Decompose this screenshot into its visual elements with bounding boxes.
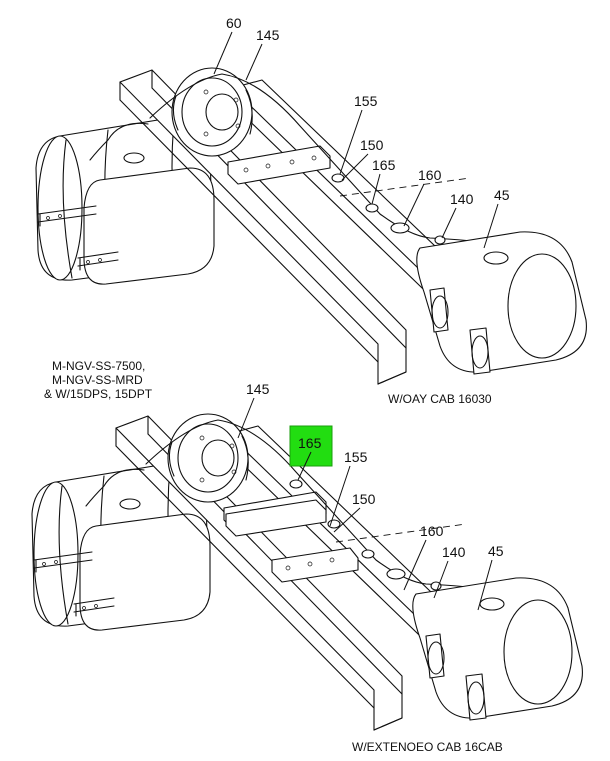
callout-60: 60 xyxy=(213,15,242,75)
svg-text:45: 45 xyxy=(494,187,510,203)
callout-145: 145 xyxy=(245,27,280,81)
callout-160: 160 xyxy=(403,167,442,227)
diagram-bottom: 145 165 155 150 160 140 45 W/ xyxy=(31,381,583,754)
callout-140-lower: 140 xyxy=(433,544,466,599)
highlighted-callout-165[interactable]: 165 xyxy=(289,425,333,489)
callout-160-lower: 160 xyxy=(403,523,444,591)
callout-145-lower: 145 xyxy=(237,381,270,439)
svg-text:& W/15DPS, 15DPT: & W/15DPS, 15DPT xyxy=(44,387,153,401)
svg-text:160: 160 xyxy=(418,167,442,183)
svg-text:140: 140 xyxy=(450,191,474,207)
svg-text:150: 150 xyxy=(352,491,376,507)
svg-text:155: 155 xyxy=(354,93,378,109)
svg-text:150: 150 xyxy=(360,137,384,153)
svg-text:165: 165 xyxy=(298,435,322,451)
svg-text:160: 160 xyxy=(420,523,444,539)
caption-model-list: M-NGV-SS-7500, M-NGV-SS-MRD & W/15DPS, 1… xyxy=(44,359,153,401)
svg-text:155: 155 xyxy=(344,449,368,465)
callout-45-lower: 45 xyxy=(477,543,504,611)
callout-150: 150 xyxy=(341,137,384,181)
svg-text:45: 45 xyxy=(488,543,504,559)
callout-155: 155 xyxy=(339,93,378,175)
svg-text:M-NGV-SS-MRD: M-NGV-SS-MRD xyxy=(52,373,143,387)
caption-bottom-cab: W/EXTENOEO CAB 16CAB xyxy=(352,740,503,754)
callout-165: 165 xyxy=(371,157,396,205)
callout-155-lower: 155 xyxy=(329,449,368,527)
svg-text:60: 60 xyxy=(226,15,242,31)
highlight-box[interactable] xyxy=(289,425,333,467)
callout-150-lower: 150 xyxy=(333,491,376,533)
diagram-top: 60 145 155 150 165 160 140 45 xyxy=(35,15,587,406)
caption-top-cab: W/OAY CAB 16030 xyxy=(388,392,492,406)
svg-text:M-NGV-SS-7500,: M-NGV-SS-7500, xyxy=(52,359,145,373)
svg-text:145: 145 xyxy=(256,27,280,43)
callout-45: 45 xyxy=(483,187,510,249)
svg-text:145: 145 xyxy=(246,381,270,397)
callout-140: 140 xyxy=(441,191,474,239)
svg-text:165: 165 xyxy=(372,157,396,173)
svg-text:140: 140 xyxy=(442,544,466,560)
